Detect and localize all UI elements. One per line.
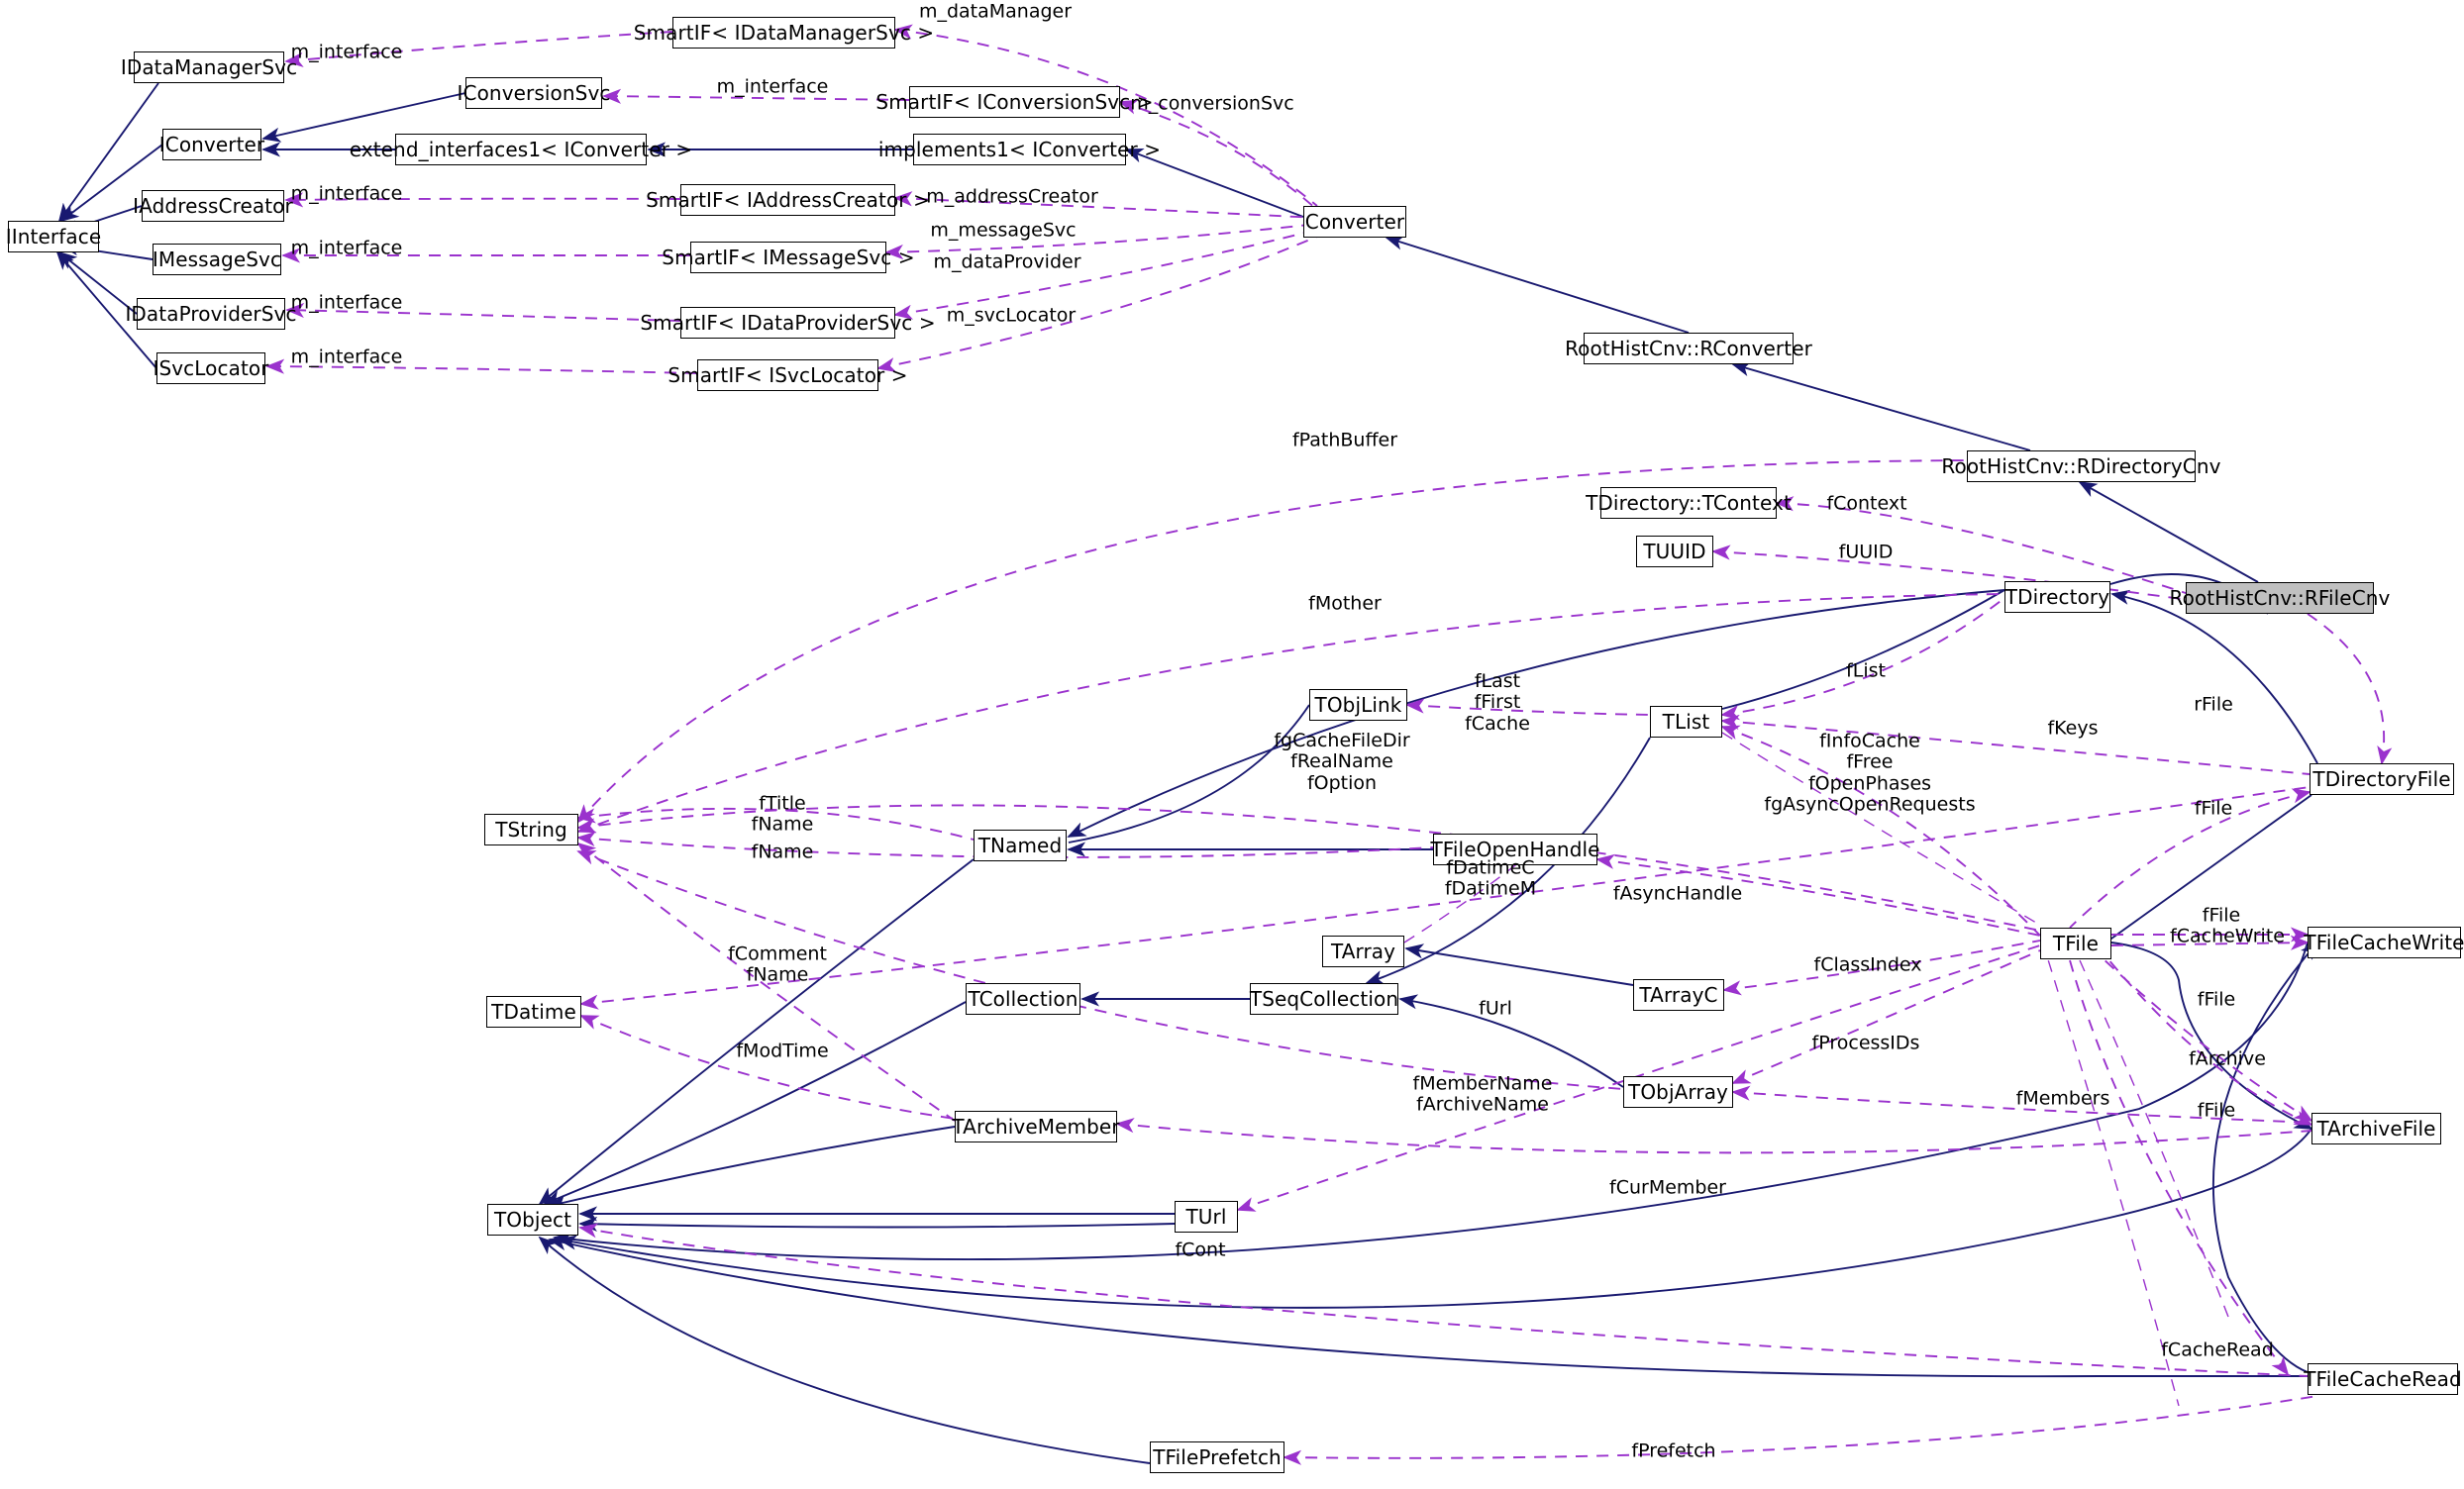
class-node-label: SmartIF< IMessageSvc >	[662, 246, 915, 269]
class-node-TString[interactable]: TString	[484, 814, 578, 845]
class-node-SmartIF_IMessageSvc[interactable]: SmartIF< IMessageSvc >	[662, 242, 915, 273]
class-node-label: IAddressCreator	[133, 194, 293, 218]
class-node-TCollection[interactable]: TCollection	[966, 983, 1080, 1015]
class-node-label: TFileCacheRead	[2304, 1367, 2462, 1391]
class-node-IInterface[interactable]: IInterface	[5, 221, 102, 252]
class-node-RootHistCnvRConverter[interactable]: RootHistCnv::RConverter	[1565, 333, 1812, 364]
class-node-RootHistCnvRFileCnv[interactable]: RootHistCnv::RFileCnv	[2170, 582, 2390, 614]
class-node-label: TArchiveFile	[2316, 1117, 2436, 1141]
class-node-TList[interactable]: TList	[1650, 706, 1722, 738]
class-node-label: TSeqCollection	[1249, 987, 1399, 1011]
class-node-label: SmartIF< IAddressCreator >	[646, 188, 930, 212]
class-node-label: SmartIF< IDataProviderSvc >	[640, 311, 936, 335]
class-node-TFileOpenHandle[interactable]: TFileOpenHandle	[1430, 834, 1600, 865]
class-node-TFileCacheRead[interactable]: TFileCacheRead	[2304, 1363, 2462, 1395]
class-node-label: RootHistCnv::RFileCnv	[2169, 586, 2391, 610]
class-node-label: RootHistCnv::RDirectoryCnv	[1941, 454, 2221, 478]
class-node-label: IMessageSvc	[152, 248, 282, 271]
class-node-TSeqCollection[interactable]: TSeqCollection	[1250, 983, 1398, 1015]
class-node-label: TDirectoryFile	[2312, 767, 2451, 791]
inheritance-edges	[55, 82, 2319, 1464]
class-node-IAddressCreator[interactable]: IAddressCreator	[133, 190, 293, 222]
class-node-IDataManagerSvc[interactable]: IDataManagerSvc	[121, 51, 297, 83]
class-node-label: extend_interfaces1< IConverter >	[349, 138, 693, 161]
class-node-label: TDirectory::TContext	[1586, 491, 1792, 515]
class-node-TFilePrefetch[interactable]: TFilePrefetch	[1150, 1441, 1284, 1473]
class-node-label: TDatime	[491, 1000, 576, 1024]
class-node-label: SmartIF< IDataManagerSvc >	[633, 21, 935, 45]
class-node-Converter[interactable]: Converter	[1303, 206, 1406, 238]
class-node-label: TFile	[2052, 932, 2100, 955]
class-node-SmartIF_IDataProviderSvc[interactable]: SmartIF< IDataProviderSvc >	[640, 307, 936, 339]
class-node-IMessageSvc[interactable]: IMessageSvc	[153, 244, 281, 275]
class-node-label: TArrayC	[1639, 983, 1718, 1007]
class-node-label: TNamed	[977, 834, 1063, 857]
class-node-extend_interfaces1[interactable]: extend_interfaces1< IConverter >	[350, 134, 692, 165]
class-node-SmartIF_IDataManagerSvc[interactable]: SmartIF< IDataManagerSvc >	[634, 17, 934, 49]
class-node-label: TObjArray	[1628, 1080, 1728, 1104]
class-node-label: SmartIF< ISvcLocator >	[667, 363, 908, 387]
class-node-TObject[interactable]: TObject	[487, 1204, 578, 1236]
class-node-ISvcLocator[interactable]: ISvcLocator	[153, 352, 269, 384]
class-node-RootHistCnvRDirectoryCnv[interactable]: RootHistCnv::RDirectoryCnv	[1941, 450, 2220, 482]
class-node-TDirectoryTContext[interactable]: TDirectory::TContext	[1586, 487, 1792, 519]
class-node-label: TString	[495, 818, 567, 842]
class-node-label: TObjLink	[1314, 693, 1402, 717]
class-node-IConverter[interactable]: IConverter	[159, 129, 264, 160]
class-node-SmartIF_IAddressCreator[interactable]: SmartIF< IAddressCreator >	[646, 184, 930, 216]
class-node-TNamed[interactable]: TNamed	[974, 830, 1067, 861]
class-node-label: implements1< IConverter >	[877, 138, 1162, 161]
class-node-TDatime[interactable]: TDatime	[486, 996, 581, 1028]
class-node-label: TUUID	[1643, 540, 1706, 563]
class-node-TArchiveMember[interactable]: TArchiveMember	[952, 1111, 1120, 1142]
class-node-label: IInterface	[5, 225, 102, 248]
class-node-TFile[interactable]: TFile	[2040, 928, 2111, 959]
class-node-label: IDataManagerSvc	[120, 55, 298, 79]
class-node-label: IConversionSvc	[457, 81, 611, 105]
class-node-label: TArchiveMember	[952, 1115, 1120, 1139]
class-node-IConversionSvc[interactable]: IConversionSvc	[458, 77, 610, 109]
usage-edges	[265, 24, 2393, 1465]
class-node-TDirectoryFile[interactable]: TDirectoryFile	[2310, 763, 2454, 795]
class-node-label: TCollection	[968, 987, 1078, 1011]
class-node-TDirectory[interactable]: TDirectory	[2004, 581, 2110, 613]
class-node-label: TDirectory	[2004, 585, 2110, 609]
class-node-label: IConverter	[158, 133, 265, 156]
class-node-SmartIF_IConversionSvc[interactable]: SmartIF< IConversionSvc >	[875, 86, 1153, 118]
class-node-label: TList	[1662, 710, 1710, 734]
class-node-TUUID[interactable]: TUUID	[1636, 536, 1713, 567]
class-node-TUrl[interactable]: TUrl	[1175, 1201, 1238, 1233]
class-node-label: TUrl	[1185, 1205, 1227, 1229]
class-node-label: IDataProviderSvc	[125, 302, 297, 326]
class-node-label: TObject	[493, 1208, 572, 1232]
class-node-label: TArray	[1330, 940, 1396, 963]
class-node-TArray[interactable]: TArray	[1322, 936, 1404, 967]
class-node-TArchiveFile[interactable]: TArchiveFile	[2311, 1113, 2441, 1144]
class-node-label: Converter	[1304, 210, 1405, 234]
class-node-label: ISvcLocator	[153, 356, 269, 380]
class-node-label: TFileCacheWrite	[2304, 931, 2464, 954]
class-node-implements1[interactable]: implements1< IConverter >	[878, 134, 1161, 165]
class-node-label: TFilePrefetch	[1153, 1445, 1282, 1469]
class-node-label: RootHistCnv::RConverter	[1565, 337, 1812, 360]
class-node-label: SmartIF< IConversionSvc >	[875, 90, 1154, 114]
class-node-IDataProviderSvc[interactable]: IDataProviderSvc	[125, 298, 296, 330]
class-node-SmartIF_ISvcLocator[interactable]: SmartIF< ISvcLocator >	[667, 359, 908, 391]
class-node-TFileCacheWrite[interactable]: TFileCacheWrite	[2304, 927, 2464, 958]
class-node-TObjLink[interactable]: TObjLink	[1309, 689, 1407, 721]
class-node-TObjArray[interactable]: TObjArray	[1623, 1076, 1733, 1108]
class-node-TArrayC[interactable]: TArrayC	[1633, 979, 1724, 1011]
class-node-label: TFileOpenHandle	[1430, 838, 1600, 861]
